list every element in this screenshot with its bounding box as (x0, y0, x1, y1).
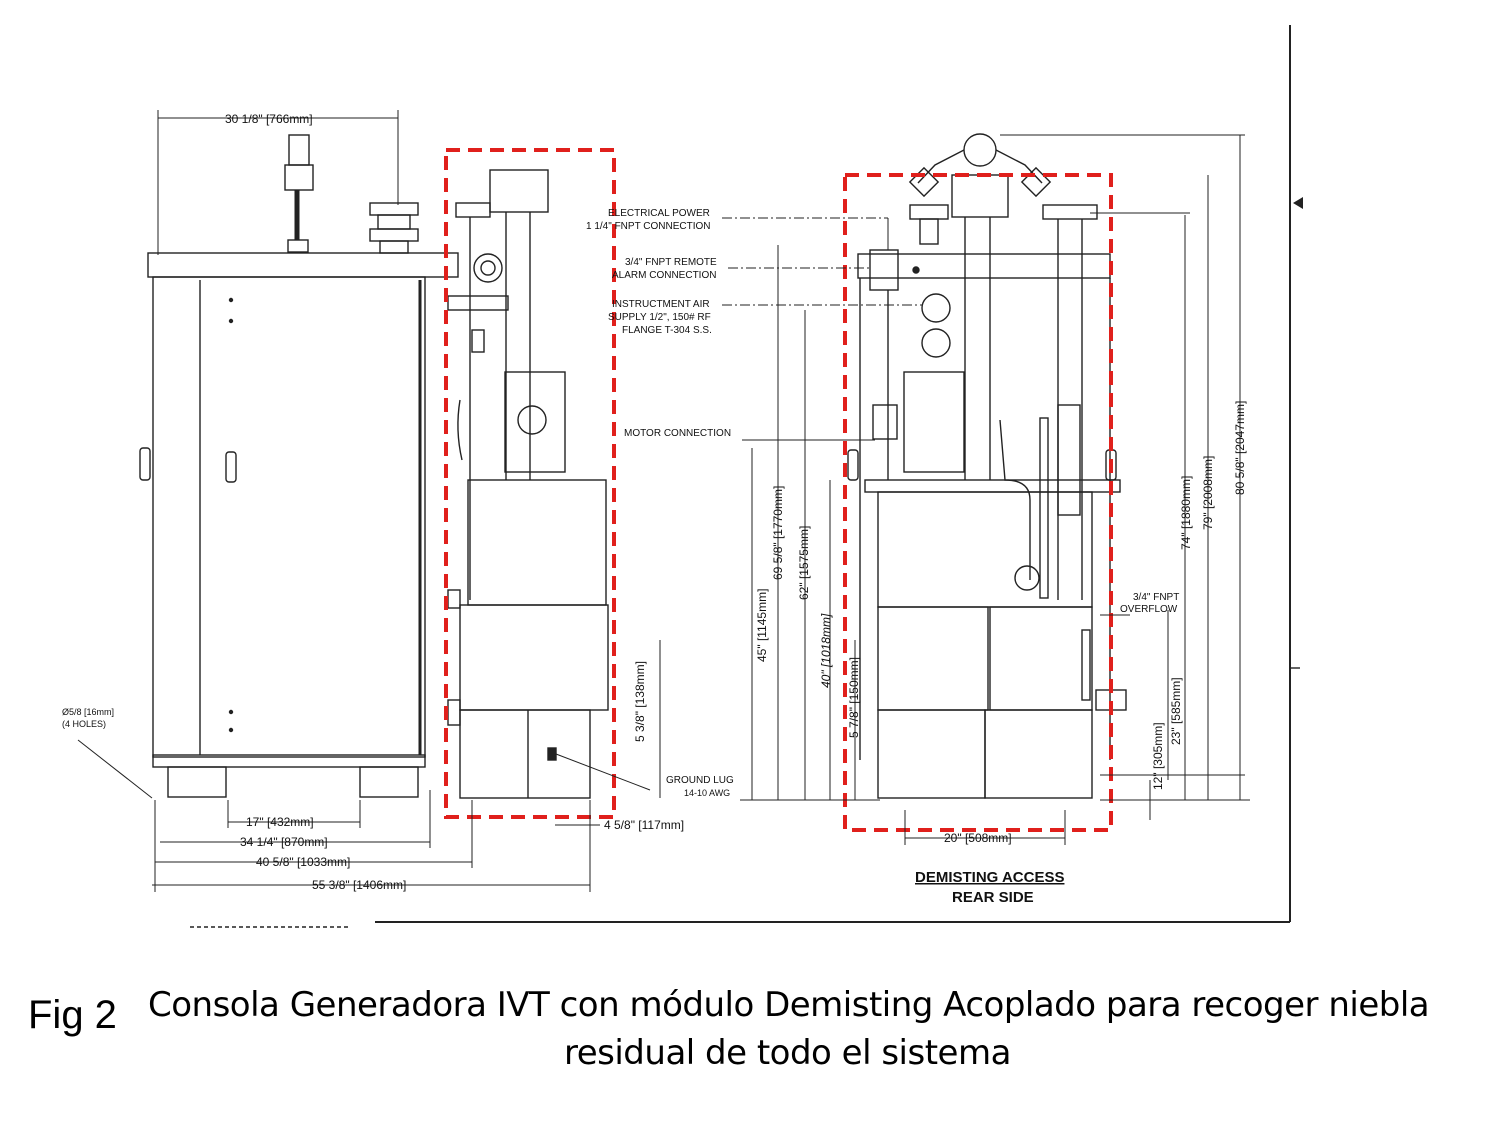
dim-rear-width: 20" [508mm] (944, 831, 1012, 845)
dim-h-62: 62" [1575mm] (797, 526, 811, 600)
dim-base-40: 40 5/8" [1033mm] (256, 855, 350, 869)
dim-h-12: 12" [305mm] (1151, 722, 1165, 790)
callout-alarm-1: 3/4" FNPT REMOTE (625, 257, 717, 268)
dim-top-width: 30 1/8" [766mm] (225, 112, 313, 126)
dim-base-34: 34 1/4" [870mm] (240, 835, 328, 849)
view-title-2: REAR SIDE (952, 889, 1034, 906)
caption-line-2: residual de todo el sistema (564, 1033, 1011, 1073)
figure-caption: Fig 2 Consola Generadora IVT con módulo … (0, 985, 1500, 1085)
callout-ground-2: 14-10 AWG (684, 788, 730, 798)
dim-h-40: 40" [1018mm] (819, 613, 833, 688)
callout-ground-1: GROUND LUG (666, 775, 734, 786)
fig-label: Fig 2 (28, 993, 117, 1037)
dim-h-79: 79" [2008mm] (1201, 456, 1215, 530)
dim-bolt-hole: Ø5/8 [16mm] (62, 707, 114, 717)
dim-h-23: 23" [585mm] (1169, 677, 1183, 745)
callout-air-2: SUPPLY 1/2", 150# RF (608, 312, 711, 323)
dim-h-5-7-8: 5 7/8" [150mm] (847, 657, 861, 738)
dim-h-80: 80 5/8" [2047mm] (1233, 401, 1247, 495)
dim-h-5-3-8: 5 3/8" [138mm] (633, 661, 647, 742)
dim-bolt-hole-count: (4 HOLES) (62, 719, 106, 729)
technical-drawing: 30 1/8" [766mm] ELECTRICAL POWER 1 1/4" … (62, 25, 1303, 928)
callout-air-3: FLANGE T-304 S.S. (622, 325, 712, 336)
callout-electrical-2: 1 1/4" FNPT CONNECTION (586, 221, 711, 232)
dim-base-17: 17" [432mm] (246, 815, 314, 829)
callout-motor: MOTOR CONNECTION (624, 428, 731, 439)
cabinet-view (139, 134, 459, 798)
rear-view (847, 133, 1127, 799)
view-title-1: DEMISTING ACCESS (915, 869, 1064, 886)
dim-h-45: 45" [1145mm] (755, 589, 769, 662)
callout-overflow-2: OVERFLOW (1120, 604, 1178, 615)
callout-air-1: INSTRUCTMENT AIR (612, 299, 710, 310)
dim-base-55: 55 3/8" [1406mm] (312, 878, 406, 892)
demister-side-view (447, 169, 609, 799)
caption-line-1: Consola Generadora IVT con módulo Demist… (148, 985, 1430, 1025)
dim-h-69: 69 5/8" [1770mm] (771, 486, 785, 580)
rear-highlight-box (843, 173, 1113, 832)
dim-offset: 4 5/8" [117mm] (604, 818, 684, 832)
callout-overflow-1: 3/4" FNPT (1133, 592, 1179, 603)
dim-h-74: 74" [1880mm] (1179, 476, 1193, 550)
callout-alarm-2: ALARM CONNECTION (612, 270, 716, 281)
callout-electrical-1: ELECTRICAL POWER (608, 208, 710, 219)
